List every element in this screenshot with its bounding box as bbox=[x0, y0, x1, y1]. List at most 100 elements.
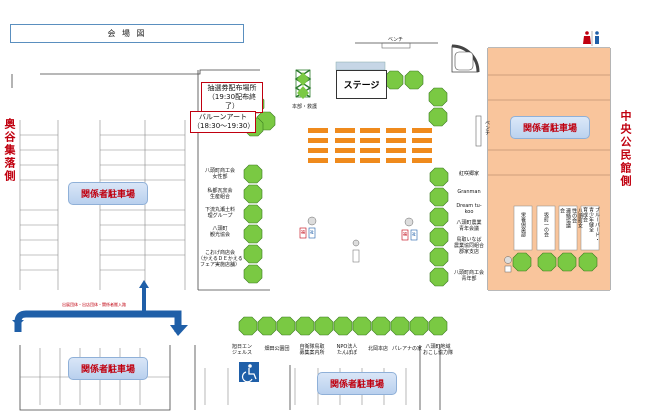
marker-text: 福 bbox=[301, 230, 306, 234]
stage: ステージ bbox=[336, 70, 387, 99]
booth-label-line: こおげ商店会 bbox=[204, 250, 235, 256]
balloon-notice-line1: バルーンアート bbox=[198, 113, 248, 121]
booth-label: ブルーバード・ 青少年健全 育成会 bbox=[582, 207, 600, 249]
booth-label-line: おこし協力隊 bbox=[422, 350, 453, 356]
booth-label-line: 募集案内所 bbox=[299, 350, 325, 356]
booth-label: 旭日エン ジェルス bbox=[225, 344, 259, 356]
restroom-icon bbox=[581, 30, 603, 47]
booth-label: Dream tu- koo bbox=[452, 203, 486, 215]
left-direction-label: 奥谷集落側 bbox=[3, 118, 16, 183]
booth-label-line: ジェルス bbox=[231, 350, 252, 356]
booth-label-line: パレアナの家 bbox=[392, 346, 422, 352]
booth-label: NPO法人 たんぽぽ bbox=[332, 344, 362, 356]
booth-label: 畑田公園団 bbox=[260, 346, 294, 352]
booth-label: 八頭町地域 おこし協力隊 bbox=[421, 344, 455, 356]
booth-label-line: たんぽぽ bbox=[336, 350, 357, 356]
booth-label: パレアナの家 bbox=[392, 346, 422, 352]
left-parking-stalls bbox=[19, 120, 186, 290]
booth-label-line: 性の会 bbox=[571, 208, 577, 223]
booth-label-line: 連絡協議 bbox=[565, 208, 571, 228]
curved-booth bbox=[454, 51, 474, 71]
booth-label-line: 鳥取いなば bbox=[456, 237, 482, 243]
parking-label-left: 関係者駐車場 bbox=[68, 182, 148, 205]
booth-label-line: 青年会議 bbox=[458, 226, 479, 232]
booth-label: 八頭町女 性の会 連絡協議 会 bbox=[559, 208, 583, 248]
booth-label-line: 坂町一の会 bbox=[543, 212, 549, 237]
booth-label: 私都瓦窯会 生産組合 bbox=[200, 188, 240, 200]
booth-label-line: 八頭町商工会 bbox=[204, 168, 235, 174]
booth-label: 自衛隊鳥取 募集案内所 bbox=[294, 344, 330, 356]
right-parking-stalls bbox=[488, 74, 610, 176]
booth-label: 八頭町農業 青年会議 bbox=[452, 220, 486, 232]
booth-label: 八頭町商工会 青年部 bbox=[452, 270, 486, 282]
booth-label: 下流丸瀬土料 理グループ bbox=[200, 207, 240, 219]
booth-label-line: フェア実施店舗） bbox=[199, 262, 240, 268]
booth-label-line: 青少年健全 bbox=[588, 207, 594, 232]
right-lot-booth-boards bbox=[513, 205, 600, 251]
booth-label-line: 生産組合 bbox=[209, 194, 230, 200]
parking-label-bottom-left: 関係者駐車場 bbox=[68, 357, 148, 380]
hq-label: 本部・救護 bbox=[292, 104, 318, 110]
lottery-notice-line1: 抽選券配布場所 bbox=[207, 84, 257, 92]
vending-icon bbox=[299, 216, 512, 273]
booth-label-line: 理グループ bbox=[207, 213, 233, 219]
lottery-notice: 抽選券配布場所 （19:30配布終了） bbox=[201, 82, 263, 113]
booth-label: 紅咲郷家 bbox=[452, 171, 486, 177]
booth-label-line: 紅咲郷家 bbox=[458, 171, 479, 177]
booth-label: 鳥取いなば 農業協同組合 郡家支店 bbox=[452, 237, 486, 255]
booth-label-line: 八頭町地域 bbox=[425, 344, 451, 350]
booth-label-line: 八頭町女 bbox=[577, 208, 583, 228]
booth-label-line: koo bbox=[464, 209, 474, 215]
booth-label-line: 八頭町農業 bbox=[456, 220, 482, 226]
balloon-notice: バルーンアート （18:30～19:30） bbox=[190, 111, 256, 133]
booth-label-line: Dream tu- bbox=[456, 203, 482, 209]
booth-label-line: 農業協同組合 bbox=[453, 243, 484, 249]
booth-label-line: 自衛隊鳥取 bbox=[299, 344, 325, 350]
booth-tents bbox=[238, 70, 598, 336]
balloon-notice-line2: （18:30～19:30） bbox=[193, 122, 255, 130]
booth-label-line: 北岡本店 bbox=[367, 346, 388, 352]
booth-label-line: 畑田公園団 bbox=[264, 346, 290, 352]
lottery-notice-line2: （19:30配布終了） bbox=[207, 93, 257, 110]
booth-label-line: ブルーバード・ bbox=[594, 207, 600, 242]
booth-label: 北岡本店 bbox=[364, 346, 392, 352]
parking-label-right: 関係者駐車場 bbox=[510, 116, 590, 139]
right-direction-label: 中央公民館側 bbox=[619, 110, 632, 188]
booth-label-line: 観光協会 bbox=[209, 232, 230, 238]
booth-label: こおげ商店会 （かえるＤＥかえる フェア実施店舗） bbox=[198, 250, 243, 268]
hq-tent-icon bbox=[294, 69, 312, 99]
marker-text: 福 bbox=[403, 232, 408, 236]
marker-text: 祉 bbox=[412, 232, 417, 236]
booth-label: Granman bbox=[452, 189, 486, 195]
booth-label-line: 女性部 bbox=[212, 174, 228, 180]
bench-right bbox=[475, 115, 482, 147]
route-note: 出展団体・出店団体・関係者搬入路 bbox=[62, 302, 126, 307]
bench-label-right: ベンチ bbox=[484, 120, 490, 135]
booth-label-line: 下流丸瀬土料 bbox=[204, 207, 235, 213]
accessible-parking-icon bbox=[239, 362, 259, 383]
booth-label: 八頭町 観光協会 bbox=[200, 226, 240, 238]
marker-text: 祉 bbox=[310, 230, 315, 234]
booth-label-line: 育成会 bbox=[582, 207, 588, 222]
bench-top bbox=[381, 42, 411, 49]
booth-label-line: 栄養倶楽部 bbox=[520, 212, 526, 237]
booth-label: 坂町一の会 bbox=[543, 212, 549, 237]
booth-label-line: 八頭町商工会 bbox=[453, 270, 484, 276]
booth-label-line: NPO法人 bbox=[336, 344, 358, 350]
booth-label-line: 八頭町 bbox=[212, 226, 228, 232]
booth-label-line: 青年部 bbox=[461, 276, 477, 282]
bench-label-top: ベンチ bbox=[388, 37, 404, 43]
booth-label: 八頭町商工会 女性部 bbox=[200, 168, 240, 180]
parking-label-bottom-center: 関係者駐車場 bbox=[317, 372, 397, 395]
booth-label-line: 会 bbox=[559, 208, 565, 213]
booth-label-line: 郡家支店 bbox=[458, 249, 479, 255]
booth-label: 栄養倶楽部 bbox=[520, 212, 526, 237]
map-title: 会 場 図 bbox=[10, 24, 244, 43]
stage-backdrop bbox=[335, 61, 386, 71]
booth-label-line: 旭日エン bbox=[231, 344, 252, 350]
audience-chairs bbox=[308, 128, 432, 163]
booth-label-line: 私都瓦窯会 bbox=[207, 188, 233, 194]
route-arrow bbox=[12, 280, 188, 336]
